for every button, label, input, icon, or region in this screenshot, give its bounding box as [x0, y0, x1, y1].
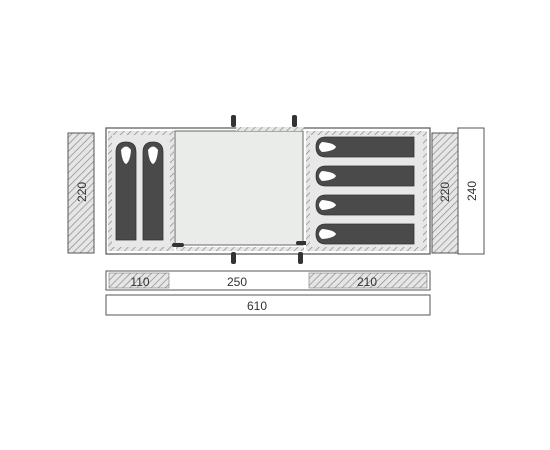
- zip-pull-icon: [231, 115, 236, 127]
- right-outer-height-label: 240: [465, 181, 479, 201]
- right-outer-height-dimension: 240: [457, 127, 485, 255]
- pillow-icon: [121, 146, 131, 164]
- left-bedroom-width-label: 110: [130, 275, 149, 289]
- left-bedroom-width-hatch: [108, 272, 170, 289]
- sleeping-bag-icon: [315, 136, 415, 158]
- pillow-icon: [148, 146, 158, 164]
- right-inner-height-label: 220: [438, 182, 452, 202]
- zip-pull-icon: [172, 243, 184, 247]
- total-width-strip: [105, 294, 431, 316]
- right-hatch-block: [431, 132, 459, 254]
- sleeping-bag-icon: [315, 223, 415, 245]
- right-bedroom: [306, 131, 427, 251]
- zip-pull-icon: [296, 241, 308, 245]
- living-width-label: 250: [227, 275, 247, 289]
- right-outer-block: [457, 127, 485, 255]
- right-bedroom-width-hatch: [308, 272, 428, 289]
- sleeping-bag-icon: [142, 141, 164, 241]
- left-height-dimension: 220: [67, 132, 95, 254]
- pillow-icon: [319, 229, 336, 239]
- left-bedroom: [108, 131, 174, 251]
- living-area: [174, 130, 304, 246]
- right-inner-height-dimension: 220: [431, 132, 459, 254]
- total-width-label: 610: [247, 299, 267, 313]
- zip-pull-icon: [292, 115, 297, 127]
- sleeping-bag-icon: [315, 165, 415, 187]
- pillow-icon: [319, 200, 336, 210]
- right-bedroom-width-label: 210: [357, 275, 377, 289]
- left-height-label: 220: [75, 182, 89, 202]
- sleeping-bag-icon: [315, 194, 415, 216]
- zip-pull-icon: [231, 252, 236, 264]
- pillow-icon: [319, 142, 336, 152]
- pillow-icon: [319, 171, 336, 181]
- zip-pull-icon: [298, 252, 303, 264]
- left-hatch-block: [67, 132, 95, 254]
- width-dimensions: 110 250 210 610: [105, 270, 431, 316]
- sleeping-bag-icon: [115, 141, 137, 241]
